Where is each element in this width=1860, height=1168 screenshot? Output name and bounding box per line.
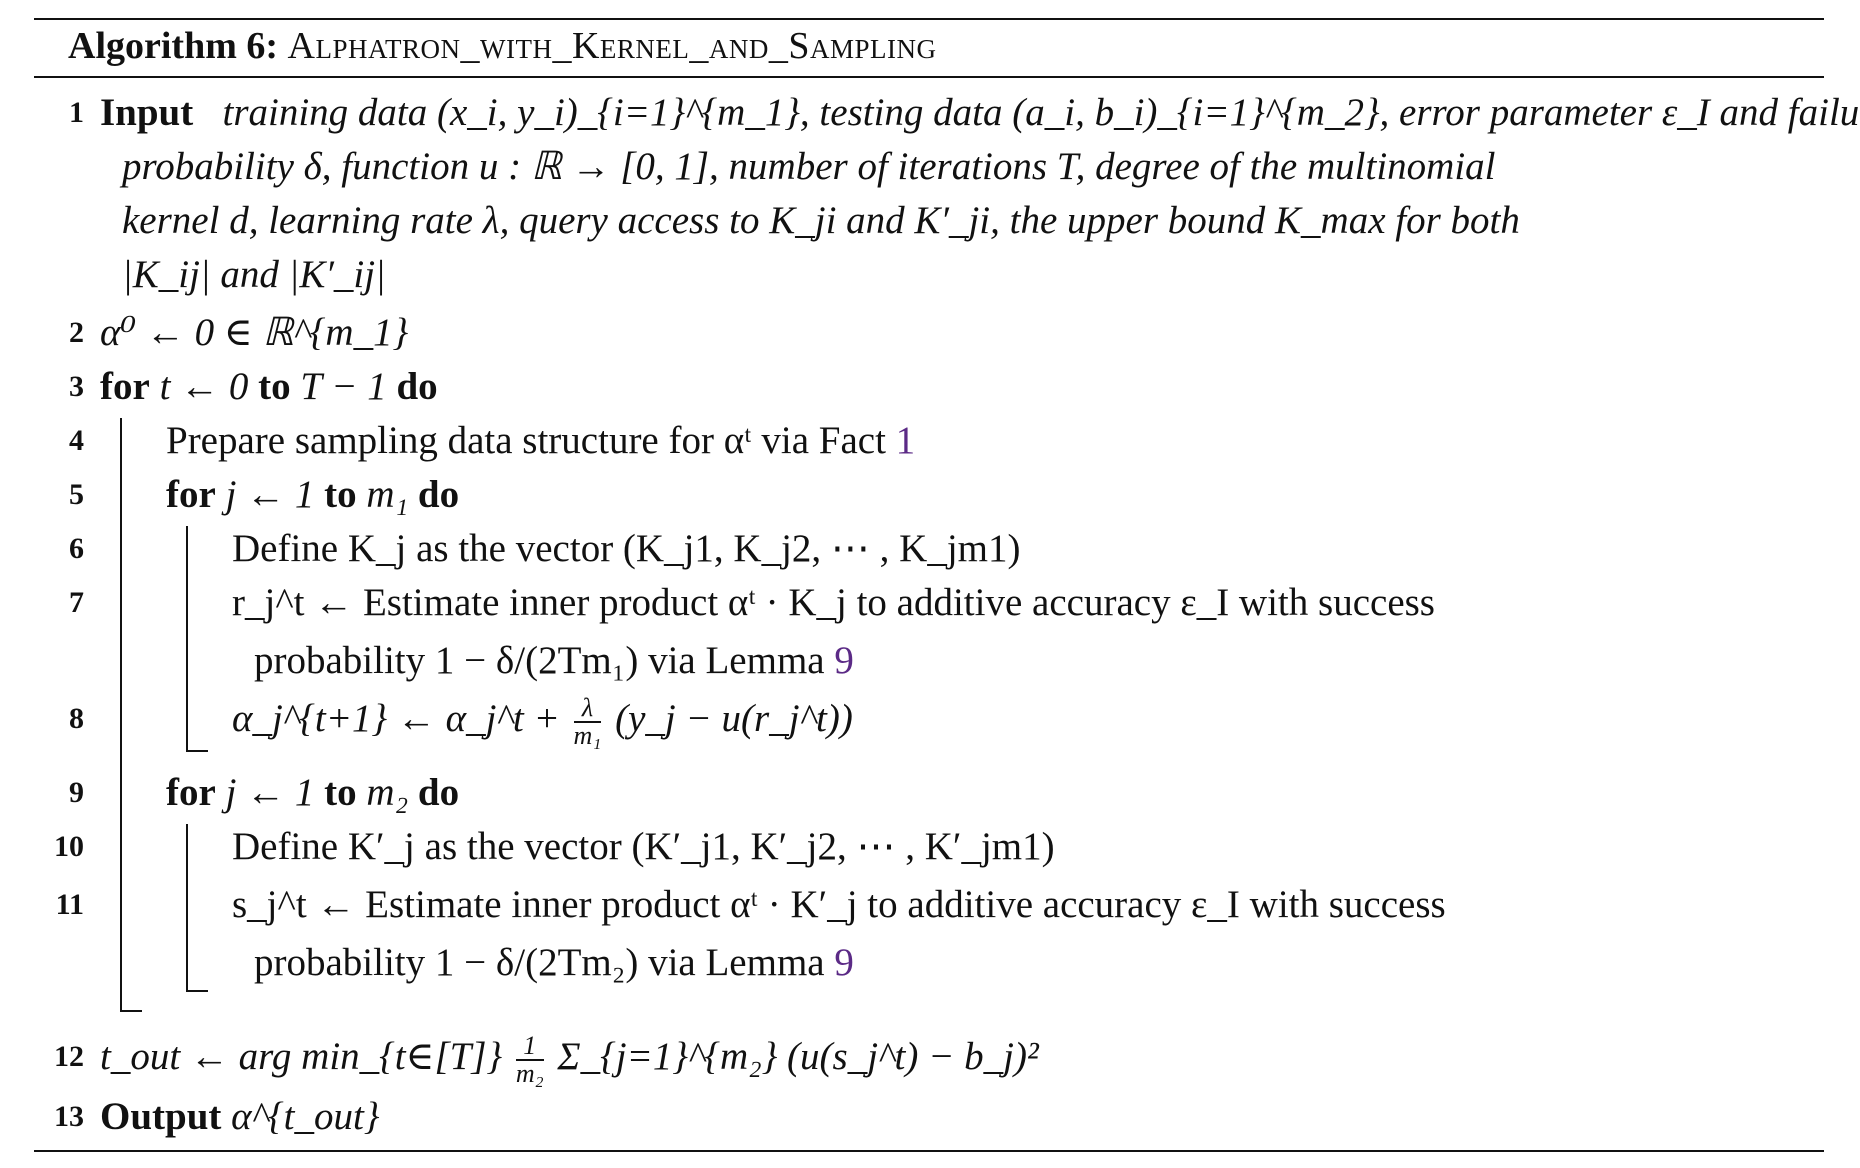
input-text-1: training data (x_i, y_i)_{i=1}^{m_1}, te…: [222, 91, 1860, 134]
algorithm-label: Algorithm 6:: [68, 25, 279, 67]
fraction-denominator: m₁: [573, 721, 602, 751]
fraction-numerator: 1: [515, 1033, 544, 1062]
input-line-4: |K_ij| and |K′_ij|: [122, 253, 386, 296]
inner-for-2-line: for j ← 1 to m₂ do: [166, 766, 459, 820]
line-number-1: 1: [69, 96, 84, 129]
update-lhs: α_j^{t+1} ← α_j^t +: [232, 697, 560, 740]
to-keyword: to: [258, 365, 291, 408]
loop-init: j ← 1: [225, 771, 315, 814]
do-keyword: do: [417, 771, 460, 814]
line-number-12: 12: [54, 1040, 84, 1073]
probability-text: probability 1 − δ/(2Tm₁) via Lemma: [254, 639, 825, 682]
argmin-expression: t_out ← arg min_{t∈[T]}: [100, 1035, 503, 1078]
for-keyword: for: [166, 473, 216, 516]
to-keyword: to: [324, 473, 357, 516]
estimate-s-line: s_j^t ← Estimate inner product αᵗ · K′_j…: [232, 883, 1446, 926]
line-number-13: 13: [54, 1100, 84, 1133]
line-number-10: 10: [54, 830, 84, 863]
define-kprime-line: Define K′_j as the vector (K′_j1, K′_j2,…: [232, 825, 1055, 868]
line-number-2: 2: [69, 316, 84, 349]
line-number-11: 11: [55, 888, 84, 921]
output-keyword: Output: [100, 1095, 222, 1138]
update-alpha-line: α_j^{t+1} ← α_j^t + λ m₁ (y_j − u(r_j^t)…: [232, 692, 853, 749]
inner-loop-2-tick: [186, 990, 208, 992]
prepare-sampling-line: Prepare sampling data structure for αᵗ v…: [166, 414, 915, 468]
input-line-1: Input training data (x_i, y_i)_{i=1}^{m_…: [100, 86, 1860, 140]
line-number-3: 3: [69, 370, 84, 403]
for-keyword: for: [100, 365, 150, 408]
probability-text: probability 1 − δ/(2Tm₂) via Lemma: [254, 941, 825, 984]
outer-loop-tick: [120, 1010, 142, 1012]
estimate-r-line: r_j^t ← Estimate inner product αᵗ · K_j …: [232, 581, 1435, 624]
algorithm-caption: Algorithm 6: Alphatron_with_Kernel_and_S…: [68, 20, 937, 72]
loop-init: t ← 0: [159, 365, 249, 408]
caption-rule: [34, 76, 1824, 78]
line-number-8: 8: [69, 702, 84, 735]
fact-ref-link[interactable]: 1: [895, 419, 916, 462]
define-kj-line: Define K_j as the vector (K_j1, K_j2, ⋯ …: [232, 527, 1021, 570]
lemma-ref-link[interactable]: 9: [834, 941, 854, 984]
line-number-9: 9: [69, 776, 84, 809]
do-keyword: do: [396, 365, 438, 408]
loop-bound: m₁: [366, 473, 409, 516]
input-keyword: Input: [100, 91, 194, 134]
outer-for-line: for t ← 0 to T − 1 do: [100, 360, 438, 414]
line-number-7: 7: [69, 586, 84, 619]
inner-loop-2-bar: [186, 824, 188, 992]
learning-rate-fraction: λ m₁: [573, 695, 602, 751]
do-keyword: do: [417, 473, 460, 516]
loop-bound: m₂: [366, 771, 409, 814]
fraction-denominator: m₂: [515, 1059, 544, 1089]
estimate-r-line-cont: probability 1 − δ/(2Tm₁) via Lemma 9: [254, 634, 854, 688]
lemma-ref-link[interactable]: 9: [834, 639, 854, 682]
output-value: α^{t_out}: [231, 1095, 380, 1138]
top-rule: [34, 18, 1824, 20]
prepare-sampling-text: Prepare sampling data structure for αᵗ v…: [166, 419, 886, 462]
fraction-numerator: λ: [573, 695, 602, 724]
outer-loop-bar: [120, 418, 122, 1012]
input-line-3: kernel d, learning rate λ, query access …: [122, 199, 1520, 242]
line-number-4: 4: [69, 424, 84, 457]
to-keyword: to: [324, 771, 357, 814]
line-number-5: 5: [69, 478, 84, 511]
inner-loop-1-tick: [186, 750, 208, 752]
init-alpha-line: α⁰ ← 0 ∈ ℝ^{m_1}: [100, 311, 409, 354]
inner-for-1-line: for j ← 1 to m₁ do: [166, 468, 459, 522]
input-line-2: probability δ, function u : ℝ → [0, 1], …: [122, 145, 1496, 188]
line-number-6: 6: [69, 532, 84, 565]
sum-expression: Σ_{j=1}^{m₂} (u(s_j^t) − b_j)²: [557, 1035, 1039, 1078]
update-rhs: (y_j − u(r_j^t)): [615, 697, 853, 740]
loop-init: j ← 1: [225, 473, 315, 516]
estimate-s-line-cont: probability 1 − δ/(2Tm₂) via Lemma 9: [254, 936, 854, 990]
output-line: Output α^{t_out}: [100, 1090, 379, 1144]
for-keyword: for: [166, 771, 216, 814]
select-tout-line: t_out ← arg min_{t∈[T]} 1 m₂ Σ_{j=1}^{m₂…: [100, 1030, 1039, 1087]
algorithm-name: Alphatron_with_Kernel_and_Sampling: [287, 25, 937, 67]
bottom-rule: [34, 1150, 1824, 1152]
average-fraction: 1 m₂: [515, 1033, 544, 1089]
loop-bound: T − 1: [300, 365, 387, 408]
inner-loop-1-bar: [186, 526, 188, 752]
